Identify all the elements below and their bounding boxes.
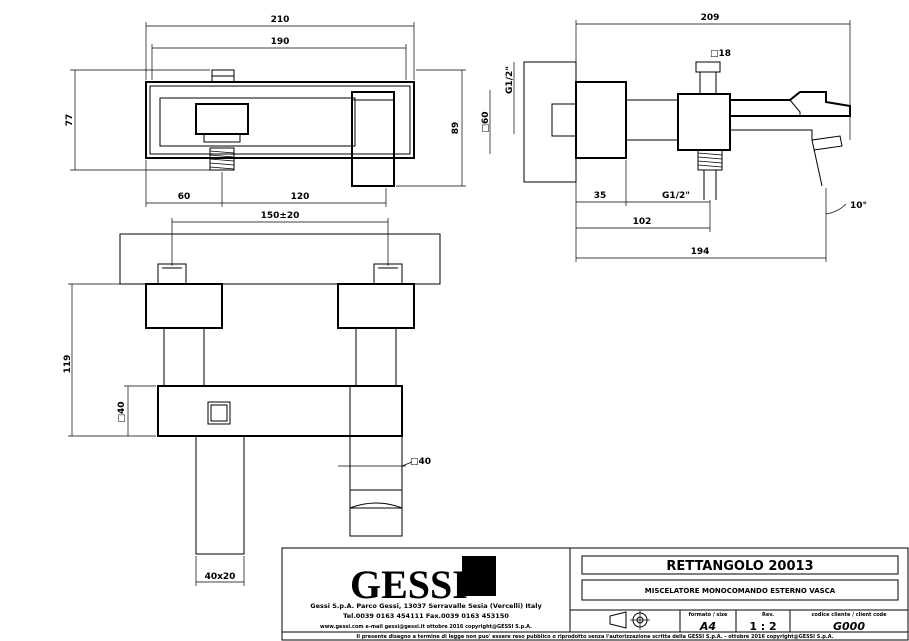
- dim-front-bottom: 40x20: [205, 572, 236, 582]
- dim-top-offset-left: 60: [178, 192, 191, 202]
- company-web: www.gessi.com e-mail gessi@gessi.it otto…: [320, 624, 532, 630]
- dim-side-total-width: 209: [701, 13, 720, 23]
- top-view: 210 190 77 89: [65, 15, 466, 207]
- format-label: formato / size: [689, 612, 728, 618]
- legal-footer: Il presente disegno a termine di legge n…: [356, 634, 833, 640]
- product-subtitle: MISCELATORE MONOCOMANDO ESTERNO VASCA: [645, 587, 836, 595]
- front-view: 150±20 119 □40 □40: [63, 211, 441, 586]
- dim-front-square-body: □40: [117, 401, 127, 422]
- dim-side-square-top: □18: [710, 49, 731, 59]
- client-code-value: G000: [833, 620, 865, 633]
- dim-top-height-left: 77: [65, 114, 75, 127]
- title-block: GESSI Gessi S.p.A. Parco Gessi, 13037 Se…: [281, 547, 909, 641]
- wall-hatch-side: [523, 61, 577, 183]
- dim-top-height-right: 89: [451, 122, 461, 135]
- dim-front-height: 119: [63, 355, 73, 374]
- rev-label: Rev.: [762, 612, 774, 618]
- dim-top-width-total: 210: [271, 15, 290, 25]
- dim-side-square-left: □60: [481, 111, 491, 132]
- dim-front-square-spout: □40: [410, 457, 431, 467]
- dim-front-spacing: 150±20: [261, 211, 300, 221]
- dim-side-angle: 10°: [850, 201, 867, 211]
- projection-symbol-icon: [609, 610, 650, 630]
- dim-top-offset-right: 120: [291, 192, 310, 202]
- product-title: RETTANGOLO 20013: [666, 559, 813, 574]
- format-value: A4: [699, 620, 716, 633]
- company-phone: Tel.0039 0163 454111 Fax.0039 0163 45315…: [343, 612, 509, 620]
- dim-side-thread-bottom: G1/2": [662, 191, 690, 201]
- wall-hatch-front: [119, 233, 441, 285]
- dim-side-wall-depth: 35: [594, 191, 607, 201]
- dim-side-thread-vertical: G1/2": [505, 66, 515, 94]
- side-view: 209 G1/2" □60 □18: [481, 13, 867, 262]
- svg-text:GESSI: GESSI: [350, 562, 468, 607]
- dim-side-full-length: 194: [691, 247, 710, 257]
- gessi-logo: GESSI: [350, 556, 496, 607]
- client-code-label: codice cliente / client code: [811, 612, 887, 618]
- dim-top-width-inner: 190: [271, 37, 290, 47]
- dim-side-mid-length: 102: [633, 217, 652, 227]
- company-address: Gessi S.p.A. Parco Gessi, 13037 Serraval…: [310, 602, 542, 610]
- scale-value: 1 : 2: [749, 620, 776, 633]
